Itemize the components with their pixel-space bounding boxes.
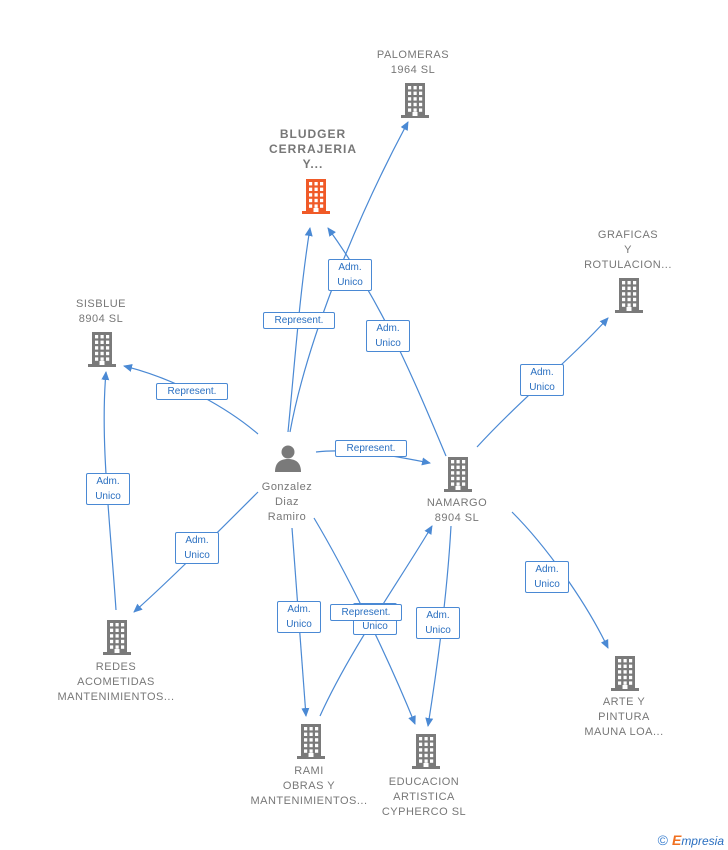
node-label-rami[interactable]: RAMI OBRAS Y MANTENIMIENTOS... [250, 764, 367, 809]
person-icon[interactable] [273, 443, 303, 478]
edge-tag-adm-unico-educacion: Adm. Unico [416, 607, 460, 639]
edge-tag-line: Represent. [167, 386, 217, 397]
edge-tag-line: Adm. [535, 564, 559, 575]
node-label-line: REDES [95, 661, 137, 673]
edge-tag-represent-bludger: Represent. [263, 312, 335, 329]
building-icon[interactable] [86, 331, 118, 372]
node-label-line: Diaz [274, 496, 300, 508]
brand-logo: Empresia [671, 832, 724, 848]
node-label-namargo[interactable]: NAMARGO 8904 SL [427, 496, 487, 526]
building-icon[interactable] [410, 733, 442, 774]
edge-tag-line: Represent. [274, 315, 324, 326]
node-label-line: 8904 SL [78, 313, 124, 325]
node-label-line: ARTE Y [602, 696, 646, 708]
node-label-line: RAMI [294, 765, 324, 777]
edge-tag-represent-namargo: Represent. [335, 440, 407, 457]
node-label-sisblue[interactable]: SISBLUE 8904 SL [76, 297, 126, 327]
node-label-line: PALOMERAS [376, 49, 450, 61]
edge-tag-line: Represent. [346, 443, 396, 454]
copyright-symbol: © [657, 832, 668, 848]
node-label-line: PINTURA [598, 711, 650, 723]
edge-tag-adm-unico-arte: Adm. Unico [525, 561, 569, 593]
node-label-line: EDUCACION [388, 776, 460, 788]
edge-tag-line: Adm. [530, 367, 554, 378]
node-label-line: MANTENIMIENTOS... [250, 795, 368, 807]
node-label-line: MANTENIMIENTOS... [57, 691, 175, 703]
edge-tag-line: Unico [286, 619, 312, 630]
edge-tag-line: Adm. [338, 262, 362, 273]
edge-tag-line: Adm. [96, 476, 120, 487]
building-icon[interactable] [399, 82, 431, 123]
node-label-line: SISBLUE [76, 298, 126, 310]
node-label-palomeras[interactable]: PALOMERAS 1964 SL [377, 48, 449, 78]
edge-tag-represent-sisblue: Represent. [156, 383, 228, 400]
edge-tag-adm-unico-namargo-bludger: Adm. Unico [366, 320, 410, 352]
node-label-line: CERRAJERIA [268, 142, 358, 156]
node-label-graficas[interactable]: GRAFICAS Y ROTULACION... [584, 228, 672, 273]
node-label-line: Ramiro [267, 511, 307, 523]
node-label-line: 1964 SL [390, 64, 436, 76]
edge-tag-adm-unico-palomeras: Adm. Unico [328, 259, 372, 291]
building-icon[interactable] [101, 619, 133, 660]
node-label-educacion[interactable]: EDUCACION ARTISTICA CYPHERCO SL [382, 775, 466, 820]
edge-tag-line: Adm. [185, 535, 209, 546]
edge-tag-line: Adm. [426, 610, 450, 621]
edge-tag-line: Unico [425, 625, 451, 636]
edge-tag-line: Adm. [376, 323, 400, 334]
node-label-line: ARTISTICA [393, 791, 455, 803]
edge-tag-adm-unico-rami: Adm. Unico [277, 601, 321, 633]
edge-arrow-4 [123, 364, 259, 435]
building-icon[interactable] [613, 277, 645, 318]
node-label-line: 8904 SL [434, 512, 480, 524]
building-icon[interactable] [609, 655, 641, 696]
edge-tag-adm-unico-graficas: Adm. Unico [520, 364, 564, 396]
edge-tag-line: Unico [337, 277, 363, 288]
edge-tag-adm-unico-redes: Adm. Unico [175, 532, 219, 564]
node-label-line: OBRAS Y [282, 780, 336, 792]
node-label-redes[interactable]: REDES ACOMETIDAS MANTENIMIENTOS... [57, 660, 174, 705]
edge-tag-line: Represent. [341, 607, 391, 618]
node-label-line: MAUNA LOA... [584, 726, 664, 738]
edge-tag-line: Unico [529, 382, 555, 393]
node-label-line: NAMARGO [426, 497, 488, 509]
edges-layer [101, 121, 609, 727]
building-icon[interactable] [295, 723, 327, 764]
edge-tag-line: Unico [362, 621, 388, 632]
edge-tag-line: Unico [534, 579, 560, 590]
edge-tag-line: Unico [184, 550, 210, 561]
node-label-arte[interactable]: ARTE Y PINTURA MAUNA LOA... [584, 695, 663, 740]
node-label-line: BLUDGER [279, 127, 347, 141]
edge-tag-adm-unico-sisblue-redes: Adm. Unico [86, 473, 130, 505]
edge-arrow-2 [287, 227, 313, 433]
edge-tag-line: Adm. [287, 604, 311, 615]
building-icon[interactable] [300, 178, 332, 219]
node-label-line: ROTULACION... [584, 259, 672, 271]
footer-brand: © Empresia [658, 832, 724, 848]
building-icon[interactable] [442, 456, 474, 497]
node-label-line: CYPHERCO SL [381, 806, 467, 818]
node-label-line: Y... [302, 157, 324, 171]
node-label-line: GRAFICAS [597, 229, 659, 241]
node-label-line: Gonzalez [261, 481, 313, 493]
edge-tag-line: Unico [375, 338, 401, 349]
edge-tag-line: Unico [95, 491, 121, 502]
node-label-line: ACOMETIDAS [77, 676, 155, 688]
edge-tag-represent-rami-namargo: Represent. [330, 604, 402, 621]
node-label-line: Y [624, 244, 632, 256]
